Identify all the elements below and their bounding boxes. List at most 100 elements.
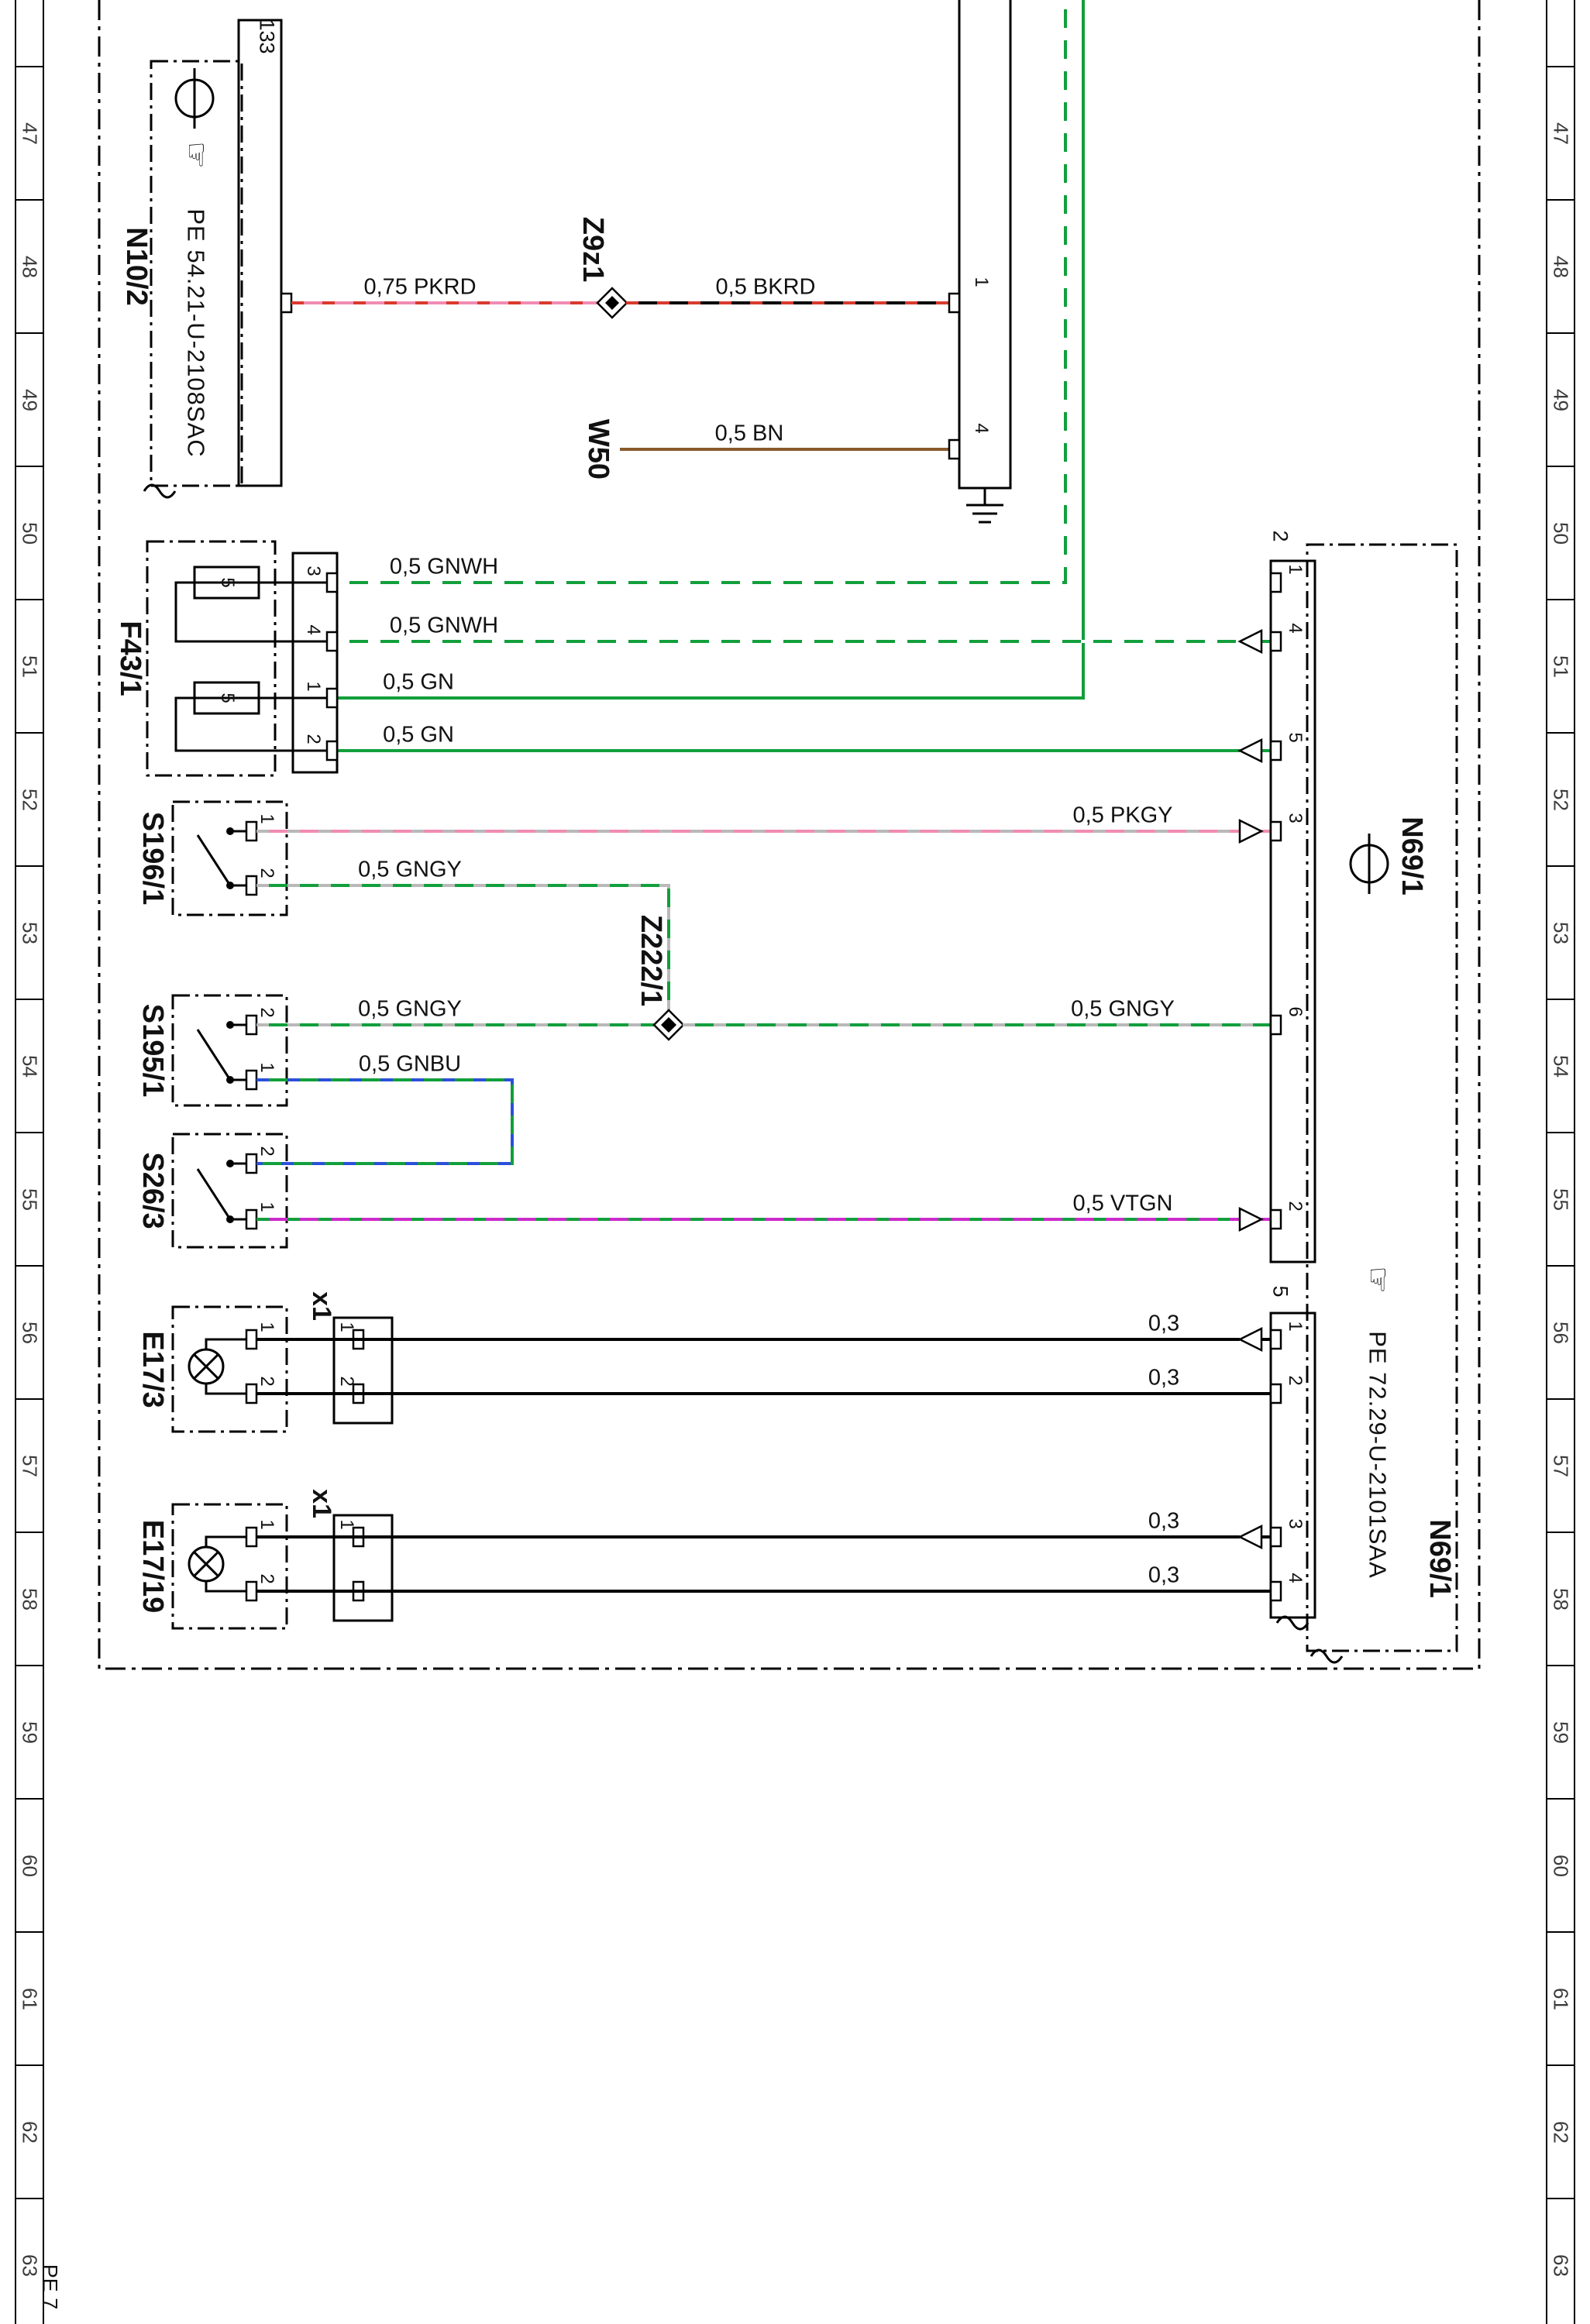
component-e17-3	[171, 1305, 394, 1433]
ruler-cell: 61	[1547, 1933, 1574, 2066]
ruler-cell: 48	[1547, 201, 1574, 334]
arrow-left-icon	[1237, 1524, 1263, 1550]
pin-label: 3	[1285, 1518, 1306, 1529]
arrow-right-icon	[1238, 818, 1264, 844]
pin-terminal	[1269, 1580, 1282, 1602]
pin-terminal	[245, 1069, 258, 1091]
arrow-left-icon	[1237, 628, 1263, 655]
pin-label: 1	[256, 1062, 277, 1073]
component-label-n69-1: N69/1	[1396, 816, 1428, 896]
switch-symbol	[196, 830, 246, 887]
ruler-number: 47	[1549, 122, 1573, 145]
ruler-number: 63	[18, 2254, 42, 2277]
ruler-number: 50	[18, 521, 42, 545]
ruler-cell: 54	[1547, 1000, 1574, 1133]
wire-gngy-branch	[256, 884, 670, 1011]
pin-terminal	[1269, 740, 1282, 761]
pin-label: 3	[1285, 813, 1306, 823]
pin-label: 2	[1285, 1375, 1306, 1386]
ruler-cell: 63	[16, 2199, 43, 2324]
ruler-cell: 54	[16, 1000, 43, 1133]
wire-label-pkrd: 0,75 PKRD	[363, 274, 477, 300]
pin-label: 1	[336, 1519, 357, 1530]
pin-label: 2	[256, 868, 277, 878]
connector-x1	[332, 1316, 394, 1425]
ruler-cell: 48	[16, 201, 43, 334]
ruler-cell: 55	[1547, 1133, 1574, 1267]
pin-terminal	[325, 572, 339, 593]
component-label-n69-1-bottom: N69/1	[1423, 1519, 1456, 1598]
pin-label: 2	[256, 1376, 277, 1387]
ruler-cell: 62	[1547, 2066, 1574, 2199]
note-hand-icon: ☞	[179, 141, 213, 169]
connector-label-x1: x1	[307, 1291, 336, 1321]
wire-label-0-3: 0,3	[1148, 1365, 1180, 1391]
ruler-cell: 51	[16, 600, 43, 734]
connector-label-x1: x1	[307, 1489, 336, 1518]
pin-label: 3	[303, 566, 324, 576]
ruler-number: 59	[18, 1721, 42, 1744]
ruler-number: 57	[18, 1454, 42, 1477]
ruler-number: 56	[18, 1321, 42, 1344]
top-connector	[948, 0, 1012, 524]
pin-label: 1	[336, 1322, 357, 1332]
ruler-cell: 57	[1547, 1400, 1574, 1533]
pin-label: 1	[256, 1202, 277, 1212]
wire-label-gnbu: 0,5 GNBU	[358, 1051, 462, 1077]
connector-5	[1269, 1312, 1316, 1619]
component-label-z9z1: Z9z1	[576, 216, 609, 283]
ruler-number: 58	[1549, 1587, 1573, 1611]
pin-terminal	[1269, 631, 1282, 652]
ruler-left: 47 48 49 50 51 52 53 54 55 56 57 58 59 6…	[15, 0, 44, 2324]
pin-label: 1	[256, 1322, 277, 1332]
pin-label: 2	[336, 1376, 357, 1387]
pin-label: 2	[256, 1573, 277, 1584]
wire-label-gngy: 0,5 GNGY	[358, 996, 462, 1022]
ruler-cell: 58	[16, 1533, 43, 1666]
wire-label-vtgn: 0,5 VTGN	[1072, 1191, 1173, 1216]
ruler-number: 52	[1549, 788, 1573, 811]
pin-terminal	[245, 820, 258, 842]
wire-label-gngy: 0,5 GNGY	[1071, 996, 1175, 1022]
page-ref: PE 7	[38, 2264, 62, 2310]
ruler-number: 62	[18, 2120, 42, 2144]
wire-label-bkrd: 0,5 BKRD	[715, 274, 816, 300]
pin-terminal	[1269, 1014, 1282, 1036]
wire-label-0-3: 0,3	[1148, 1563, 1180, 1588]
connector-2	[1269, 559, 1316, 1263]
ruler-number: 60	[18, 1854, 42, 1877]
ruler-cell: 50	[16, 467, 43, 600]
pin-terminal	[1269, 820, 1282, 842]
pin-terminal	[1269, 572, 1282, 593]
wire-label-pkgy: 0,5 PKGY	[1072, 803, 1173, 828]
pin-terminal	[245, 1329, 258, 1350]
ruler-number: 52	[18, 788, 42, 811]
pin-label: 4	[1285, 1573, 1306, 1583]
pin-label: 2	[303, 734, 324, 744]
component-label-n10-2: N10/2	[120, 227, 153, 306]
component-s195-1	[171, 994, 288, 1107]
wire-label-0-3: 0,3	[1148, 1508, 1180, 1534]
pin-terminal	[948, 292, 961, 314]
pin-terminal	[948, 438, 961, 460]
ruler-cell: 60	[16, 1800, 43, 1933]
ruler-cell: 52	[1547, 734, 1574, 867]
component-label-s196-1: S196/1	[136, 811, 169, 906]
arrow-left-icon	[1237, 737, 1263, 764]
component-e17-19	[171, 1503, 394, 1630]
note-ref-n69-1: PE 72.29-U-2101SAA	[1364, 1331, 1392, 1579]
pin-terminal	[245, 1014, 258, 1036]
ruler-cell: 61	[16, 1933, 43, 2066]
signal-arrows	[1237, 628, 1264, 1550]
pin-terminal	[325, 740, 339, 761]
ruler-spacer	[1547, 0, 1574, 67]
wire-gnwh-1	[337, 0, 1067, 584]
ruler-cell: 53	[16, 867, 43, 1000]
ruler-number: 55	[18, 1188, 42, 1211]
ruler-number: 56	[1549, 1321, 1573, 1344]
frame-number-133: 133	[255, 19, 279, 54]
pin-terminal	[245, 1383, 258, 1404]
component-n69-1	[1269, 543, 1458, 1664]
ruler-number: 59	[1549, 1721, 1573, 1744]
